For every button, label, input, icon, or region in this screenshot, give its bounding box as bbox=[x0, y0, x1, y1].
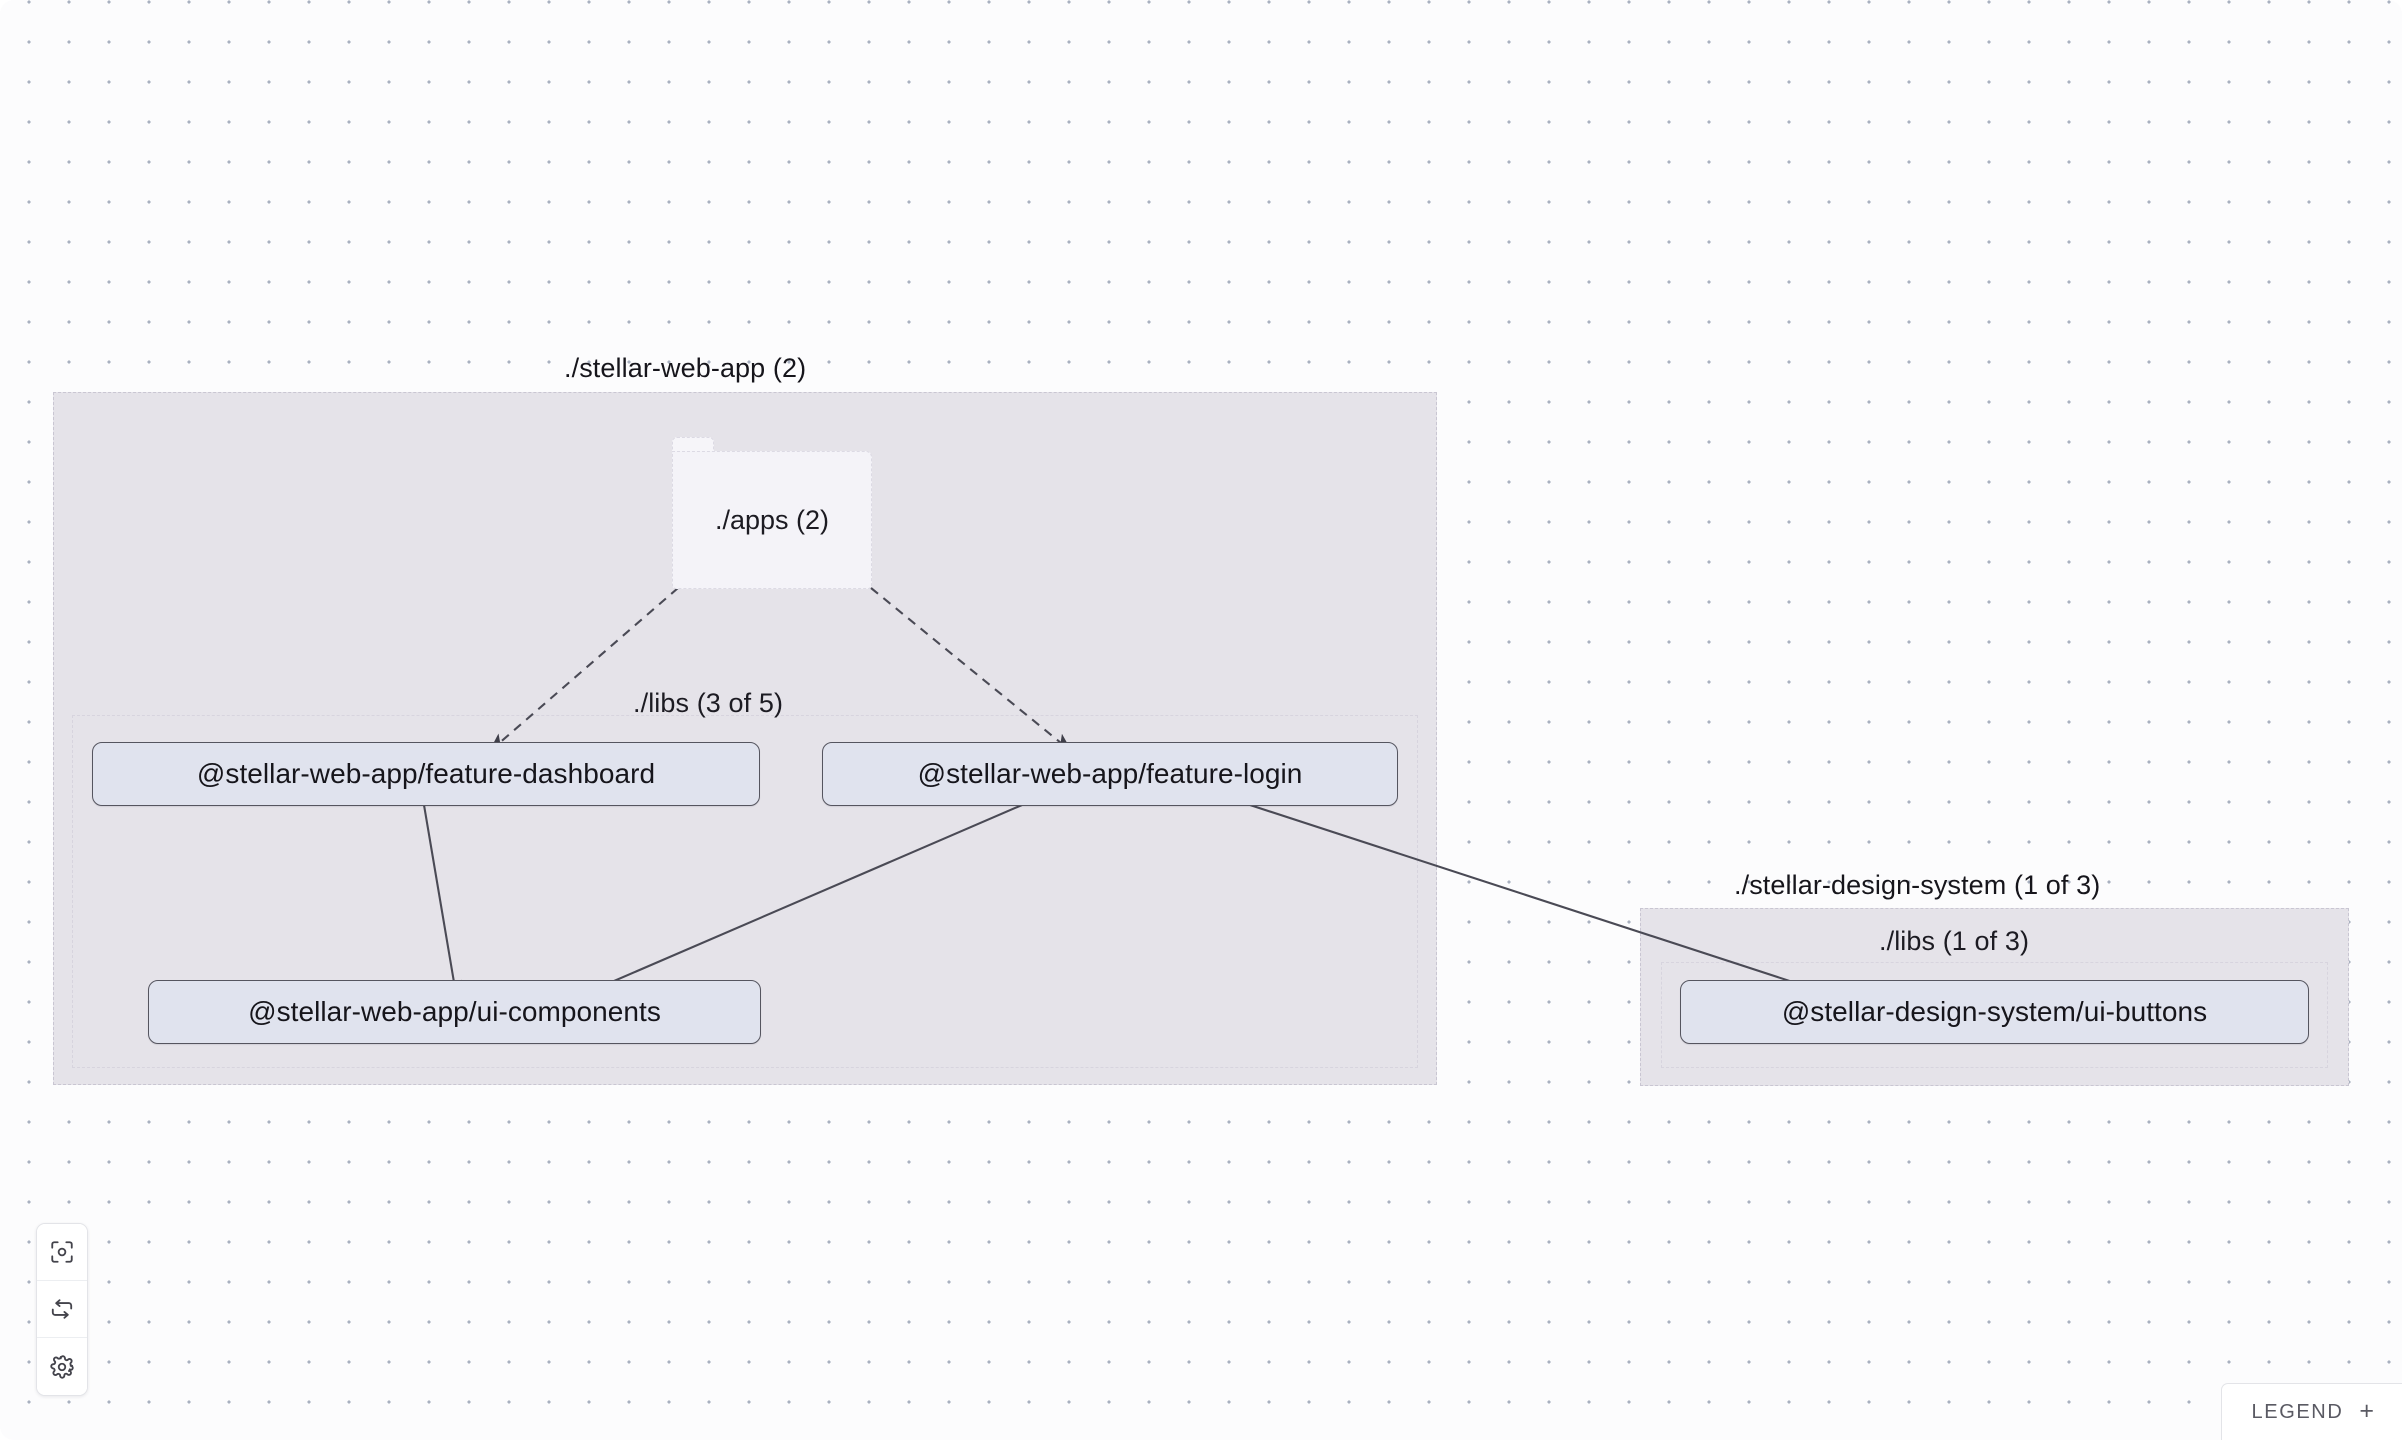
refresh-graph-button[interactable] bbox=[37, 1281, 87, 1338]
group-title-stellar-web-app: ./stellar-web-app (2) bbox=[564, 353, 807, 383]
group-title-stellar-design-system-libs: ./libs (1 of 3) bbox=[1879, 926, 2030, 956]
plus-icon: + bbox=[2359, 1396, 2374, 1425]
folder-node-apps-label: ./apps (2) bbox=[714, 504, 830, 535]
legend-label: LEGEND bbox=[2251, 1400, 2344, 1423]
refresh-cycle-icon bbox=[49, 1296, 75, 1322]
focus-graph-button[interactable] bbox=[37, 1224, 87, 1281]
node-ui-buttons-label: @stellar-design-system/ui-buttons bbox=[1781, 996, 2208, 1027]
focus-target-icon bbox=[49, 1239, 75, 1265]
node-feature-dashboard-label: @stellar-web-app/feature-dashboard bbox=[196, 758, 656, 789]
node-ui-components-label: @stellar-web-app/ui-components bbox=[248, 996, 661, 1027]
group-title-stellar-design-system: ./stellar-design-system (1 of 3) bbox=[1734, 870, 2101, 900]
folder-tab-icon bbox=[672, 437, 714, 454]
node-feature-login-label: @stellar-web-app/feature-login bbox=[917, 758, 1303, 789]
gear-icon bbox=[49, 1354, 75, 1380]
settings-button[interactable] bbox=[37, 1338, 87, 1395]
folder-body: ./apps (2) bbox=[672, 451, 872, 589]
legend-toggle-button[interactable]: LEGEND + bbox=[2220, 1383, 2402, 1440]
folder-node-apps[interactable]: ./apps (2) bbox=[672, 437, 872, 589]
node-feature-dashboard[interactable]: @stellar-web-app/feature-dashboard bbox=[92, 742, 760, 806]
node-ui-buttons[interactable]: @stellar-design-system/ui-buttons bbox=[1680, 980, 2309, 1044]
node-feature-login[interactable]: @stellar-web-app/feature-login bbox=[822, 742, 1398, 806]
graph-tool-rail bbox=[36, 1223, 88, 1396]
group-title-stellar-web-app-libs: ./libs (3 of 5) bbox=[633, 688, 784, 718]
node-ui-components[interactable]: @stellar-web-app/ui-components bbox=[148, 980, 761, 1044]
